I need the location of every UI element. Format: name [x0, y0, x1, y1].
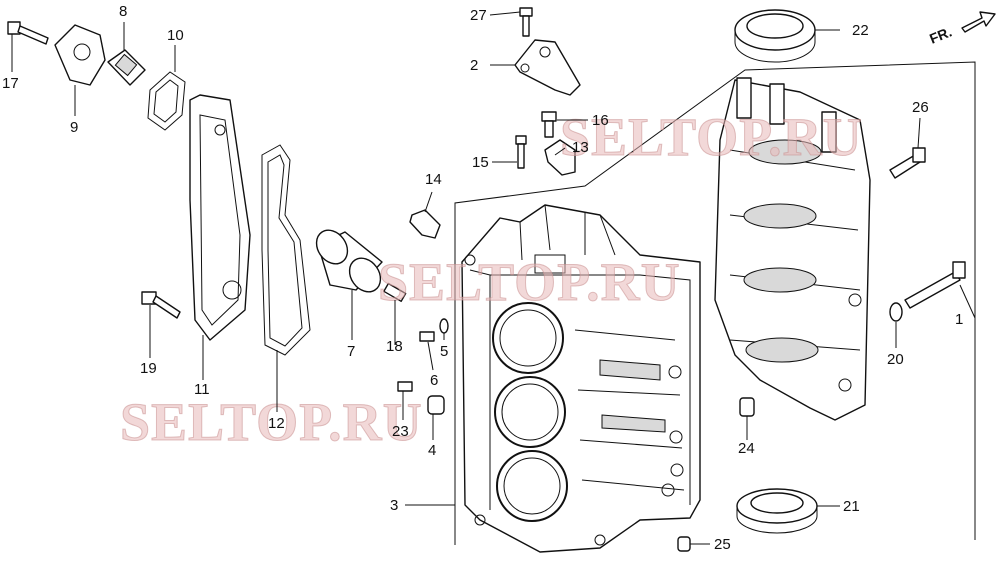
oil-seal-lower: [736, 488, 818, 534]
watermark-top: SELTOP.RU: [560, 107, 863, 167]
callout-15: 15: [472, 154, 489, 171]
leader-lines: [11, 11, 976, 545]
callout-23: 23: [392, 423, 409, 440]
callout-10: 10: [167, 27, 184, 44]
bolt-17: [7, 21, 49, 45]
water-jacket-cover: [189, 94, 251, 341]
callout-22: 22: [852, 22, 869, 39]
callout-4: 4: [428, 442, 436, 459]
watermark-middle: SELTOP.RU: [378, 252, 681, 312]
dowel-pin-lower: [677, 536, 691, 552]
bolt-19: [141, 291, 181, 319]
bolt-6: [419, 331, 435, 342]
bolt-16: [541, 111, 557, 138]
bolt-23: [397, 381, 413, 392]
cylinder-block: [461, 204, 701, 553]
callout-25: 25: [714, 536, 731, 553]
bolt-27: [519, 7, 533, 37]
gasket-small: [147, 71, 186, 131]
callout-19: 19: [140, 360, 157, 377]
dowel-pin: [739, 397, 755, 417]
callout-17: 17: [2, 75, 19, 92]
callout-24: 24: [738, 440, 755, 457]
front-direction-label: FR.: [927, 23, 954, 46]
callout-3: 3: [390, 497, 398, 514]
front-direction-marker: FR.: [927, 11, 996, 47]
callout-9: 9: [70, 119, 78, 136]
oil-seal-upper: [734, 9, 816, 63]
bracket: [514, 39, 581, 96]
callout-13: 13: [572, 139, 589, 156]
washer-20: [889, 302, 903, 322]
gasket-large: [261, 144, 311, 356]
callout-6: 6: [430, 372, 438, 389]
watermark-bottom: SELTOP.RU: [120, 392, 423, 452]
crankcase: [714, 77, 871, 421]
sensor: [409, 209, 441, 239]
callout-21: 21: [843, 498, 860, 515]
callout-5: 5: [440, 343, 448, 360]
callout-14: 14: [425, 171, 442, 188]
bolt-26: [889, 147, 926, 179]
washer-5: [439, 318, 449, 334]
callout-18: 18: [386, 338, 403, 355]
long-bolt: [904, 261, 966, 309]
stud: [383, 282, 407, 303]
callout-20: 20: [887, 351, 904, 368]
callout-2: 2: [470, 57, 478, 74]
callout-7: 7: [347, 343, 355, 360]
block-assembly-frame: [454, 61, 976, 545]
thermostat-cover: [54, 24, 106, 86]
callout-11: 11: [194, 381, 210, 398]
callout-16: 16: [592, 112, 609, 129]
callout-numbers: 1 2 3 4 5 6 7 8 9 10 11 12 13 14 15 16 1…: [2, 3, 963, 553]
thermostat: [107, 49, 146, 86]
callout-12: 12: [268, 415, 285, 432]
clip: [544, 139, 576, 176]
oil-filter: [315, 229, 383, 293]
callout-27: 27: [470, 7, 487, 24]
callout-8: 8: [119, 3, 127, 20]
callout-1: 1: [955, 311, 963, 328]
callout-26: 26: [912, 99, 929, 116]
cap: [427, 395, 445, 415]
bolt-15: [515, 135, 527, 169]
